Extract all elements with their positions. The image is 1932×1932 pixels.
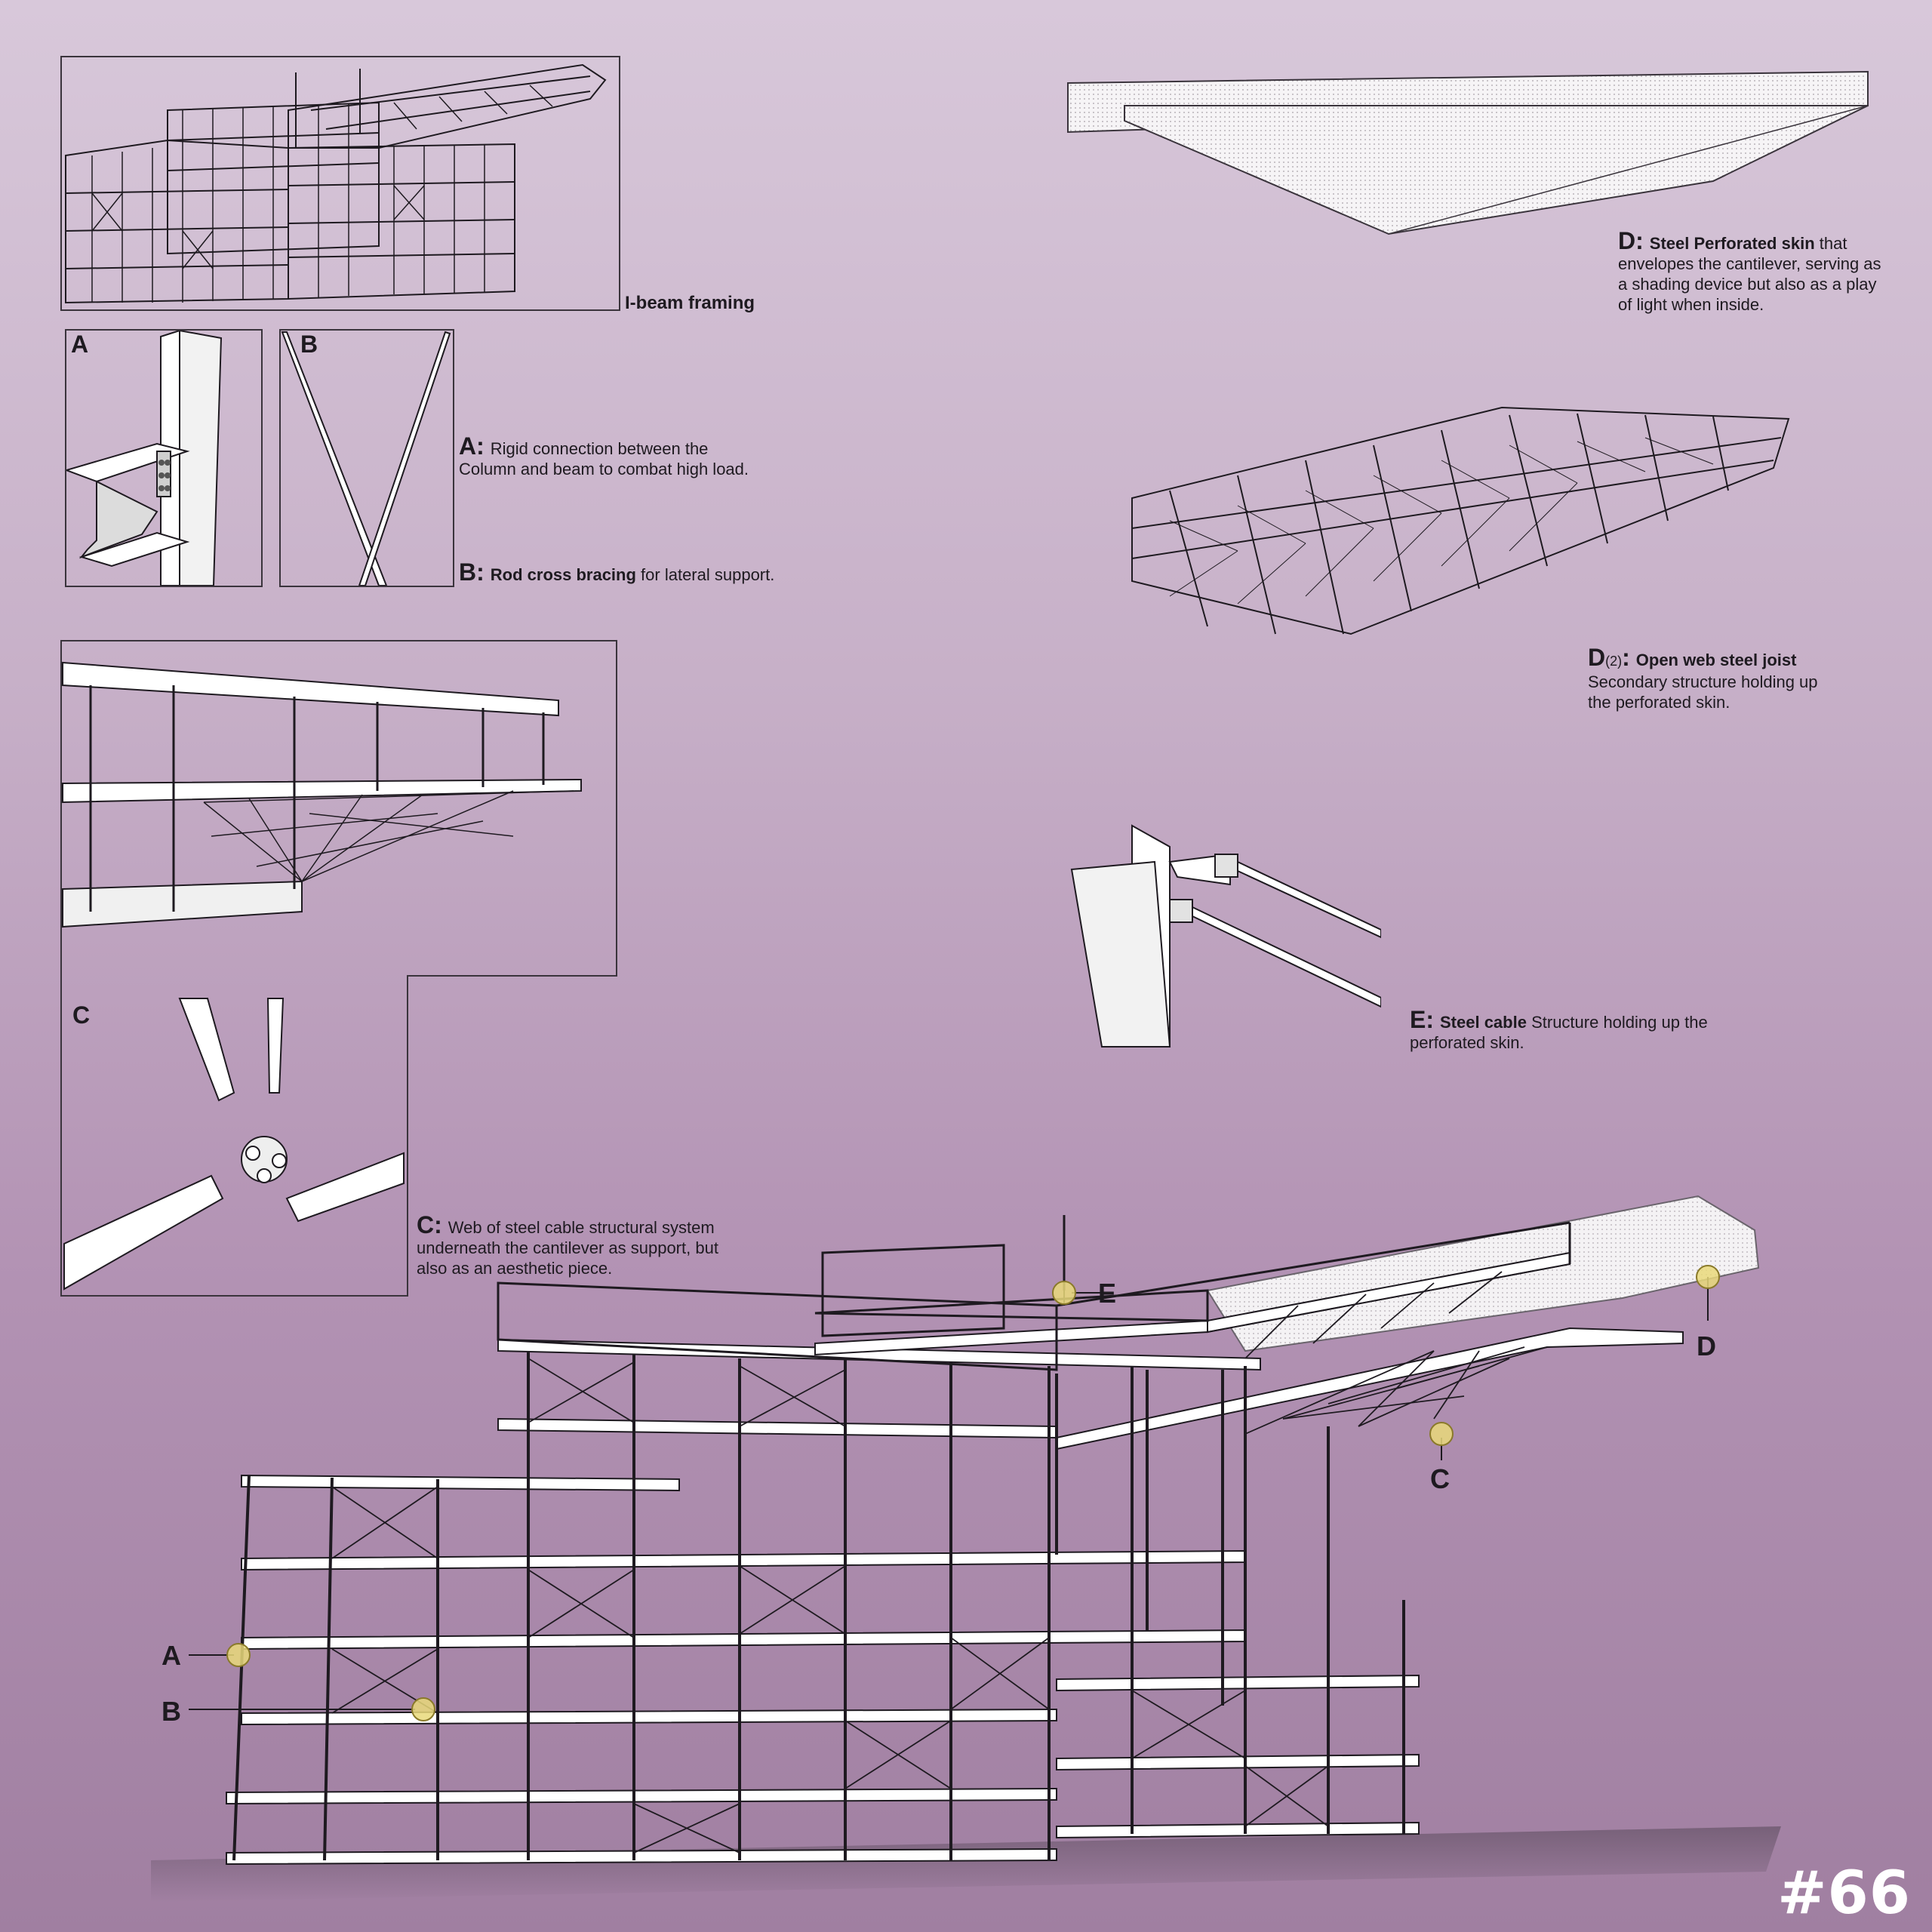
detail-panel-a: A [65, 329, 263, 587]
marker-dot-a [226, 1643, 251, 1667]
panel-label-a: A [71, 331, 89, 358]
page-number: #66 [1777, 1860, 1911, 1927]
caption-d: D:Steel Perforated skin that envelopes t… [1618, 227, 1881, 314]
caption-e: E:Steel cable Structure holding up the p… [1410, 1006, 1708, 1052]
marker-label-c: C [1430, 1463, 1450, 1494]
main-structure-axonometric: A B C D E [151, 1195, 1781, 1902]
marker-label-e: E [1098, 1278, 1116, 1309]
detail-panel-b: B [279, 329, 454, 587]
marker-label-a: A [162, 1640, 181, 1671]
steel-cable-drawing [1070, 824, 1381, 1048]
detail-panel-c: C [60, 640, 617, 1297]
panel-label-b: B [300, 331, 318, 358]
marker-dot-d [1696, 1265, 1720, 1289]
ibeam-framing-panel [60, 56, 620, 311]
open-web-joist-drawing [1131, 406, 1790, 635]
caption-a: A:Rigid connection between the Column an… [459, 432, 749, 478]
ibeam-framing-drawing [65, 63, 607, 304]
rigid-connection-drawing [66, 331, 223, 586]
marker-label-d: D [1697, 1331, 1716, 1361]
panel-label-c: C [72, 1001, 90, 1029]
caption-b: B:Rod cross bracing for lateral support. [459, 558, 775, 586]
perforated-skin-drawing [1067, 70, 1869, 235]
cross-bracing-drawing [281, 331, 451, 586]
ibeam-caption: I-beam framing [625, 293, 755, 313]
marker-label-b: B [162, 1696, 181, 1727]
marker-dot-b [411, 1697, 435, 1721]
marker-dot-c [1429, 1422, 1454, 1446]
marker-dot-e [1052, 1281, 1076, 1305]
caption-c: C:Web of steel cable structural system u… [417, 1211, 718, 1278]
